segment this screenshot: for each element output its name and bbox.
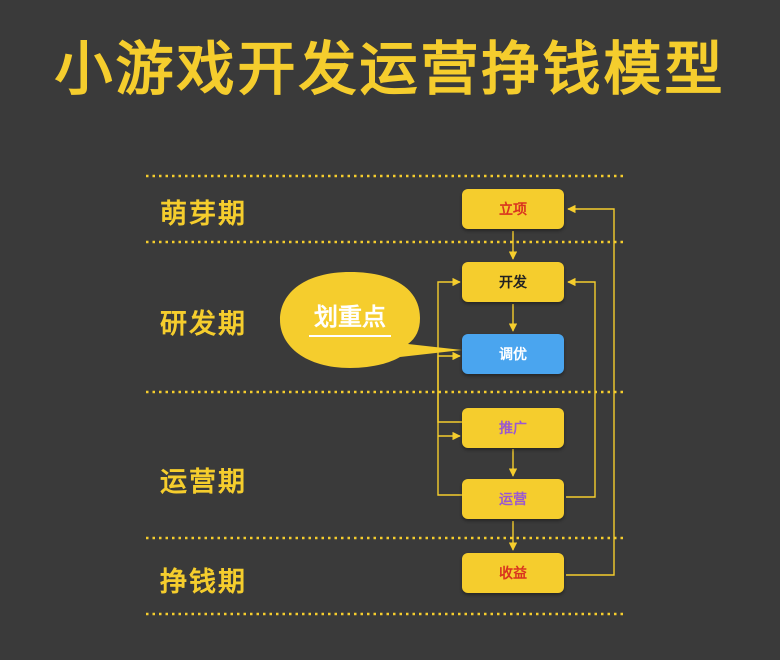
page-title: 小游戏开发运营挣钱模型 bbox=[54, 35, 726, 103]
loop-operate-up-optimize bbox=[437, 351, 461, 436]
phase-operate: 运营期 bbox=[160, 467, 247, 498]
loop-revenue-to-project bbox=[566, 204, 615, 576]
node-promote: 推广 bbox=[462, 408, 564, 448]
node-operate: 运营 bbox=[462, 479, 564, 519]
node-develop: 开发 bbox=[462, 262, 564, 302]
loop-promote-to-develop bbox=[437, 277, 462, 423]
connectors bbox=[437, 204, 615, 576]
node-project: 立项 bbox=[462, 189, 564, 229]
phase-sprout: 萌芽期 bbox=[160, 199, 247, 230]
phase-separators bbox=[146, 174, 624, 616]
node-revenue: 收益 bbox=[462, 553, 564, 593]
loop-operate-to-optimize bbox=[437, 436, 462, 496]
loop-operate-to-develop bbox=[566, 277, 596, 498]
callout-text: 划重点 bbox=[314, 303, 386, 331]
callout-underline bbox=[309, 335, 391, 337]
phase-profit: 挣钱期 bbox=[160, 567, 247, 598]
callout-bubble bbox=[280, 272, 462, 368]
node-optimize: 调优 bbox=[462, 334, 564, 374]
phase-develop: 研发期 bbox=[160, 309, 247, 340]
